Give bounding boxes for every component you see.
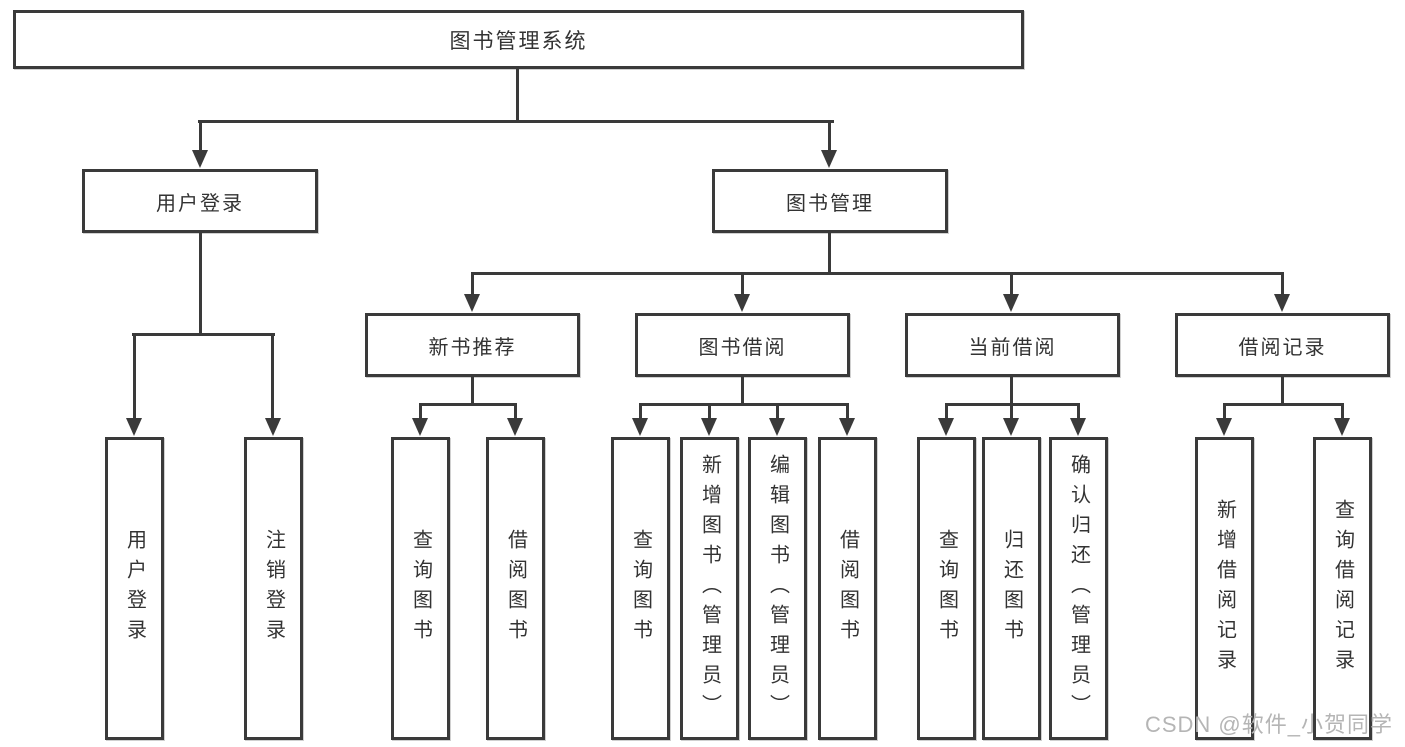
connector-line <box>1010 404 1013 420</box>
connector-line <box>471 272 1284 275</box>
connector-line <box>1281 273 1284 297</box>
connector-line <box>471 273 474 297</box>
connector-line <box>271 334 274 420</box>
connector-line <box>419 404 422 420</box>
arrow-down-icon <box>192 150 208 168</box>
connector-line <box>1077 404 1080 420</box>
connector-line <box>828 121 831 154</box>
arrow-down-icon <box>126 418 142 436</box>
connector-line <box>199 121 202 154</box>
leaf-confirm-return-admin: 确认归还（管理员） <box>1049 437 1108 740</box>
leaf-add-book-admin: 新增图书（管理员） <box>680 437 739 740</box>
arrow-down-icon <box>1274 294 1290 312</box>
connector-line <box>639 404 642 420</box>
leaf-query-books-recommend: 查询图书 <box>391 437 450 740</box>
node-user-login: 用户登录 <box>82 169 318 233</box>
node-current-borrow: 当前借阅 <box>905 313 1120 377</box>
connector-line <box>828 233 831 275</box>
leaf-return-book: 归还图书 <box>982 437 1041 740</box>
connector-line <box>945 404 948 420</box>
connector-line <box>639 403 849 406</box>
arrow-down-icon <box>507 418 523 436</box>
arrow-down-icon <box>265 418 281 436</box>
connector-line <box>1010 273 1013 297</box>
arrow-down-icon <box>464 294 480 312</box>
arrow-down-icon <box>1334 418 1350 436</box>
arrow-down-icon <box>938 418 954 436</box>
arrow-down-icon <box>1216 418 1232 436</box>
connector-line <box>199 233 202 336</box>
arrow-down-icon <box>1003 294 1019 312</box>
node-book-borrow: 图书借阅 <box>635 313 850 377</box>
connector-line <box>133 334 136 420</box>
connector-line <box>419 403 517 406</box>
leaf-query-books-borrow: 查询图书 <box>611 437 670 740</box>
csdn-watermark: CSDN @软件_小贺同学 <box>1144 712 1393 737</box>
connector-line <box>776 404 779 420</box>
leaf-add-borrow-record: 新增借阅记录 <box>1195 437 1254 740</box>
leaf-logout: 注销登录 <box>244 437 303 740</box>
connector-line <box>514 404 517 420</box>
connector-line <box>471 377 474 406</box>
connector-line <box>741 377 744 406</box>
connector-line <box>708 404 711 420</box>
connector-line <box>1281 377 1284 406</box>
arrow-down-icon <box>412 418 428 436</box>
connector-line <box>1223 403 1344 406</box>
leaf-query-borrow-record: 查询借阅记录 <box>1313 437 1372 740</box>
connector-line <box>132 333 275 336</box>
connector-line <box>198 120 834 123</box>
connector-line <box>1010 377 1013 406</box>
arrow-down-icon <box>632 418 648 436</box>
node-book-management: 图书管理 <box>712 169 948 233</box>
connector-line <box>846 404 849 420</box>
arrow-down-icon <box>821 150 837 168</box>
leaf-edit-book-admin: 编辑图书（管理员） <box>748 437 807 740</box>
node-new-book-recommend: 新书推荐 <box>365 313 580 377</box>
connector-line <box>1341 404 1344 420</box>
arrow-down-icon <box>1070 418 1086 436</box>
leaf-user-login: 用户登录 <box>105 437 164 740</box>
connector-line <box>516 69 519 123</box>
arrow-down-icon <box>734 294 750 312</box>
node-borrow-records: 借阅记录 <box>1175 313 1390 377</box>
leaf-borrow-books-recommend: 借阅图书 <box>486 437 545 740</box>
connector-line <box>741 273 744 297</box>
arrow-down-icon <box>769 418 785 436</box>
connector-line <box>1223 404 1226 420</box>
arrow-down-icon <box>1003 418 1019 436</box>
arrow-down-icon <box>701 418 717 436</box>
arrow-down-icon <box>839 418 855 436</box>
leaf-borrow-books: 借阅图书 <box>818 437 877 740</box>
node-root: 图书管理系统 <box>13 10 1024 69</box>
leaf-query-books-current: 查询图书 <box>917 437 976 740</box>
